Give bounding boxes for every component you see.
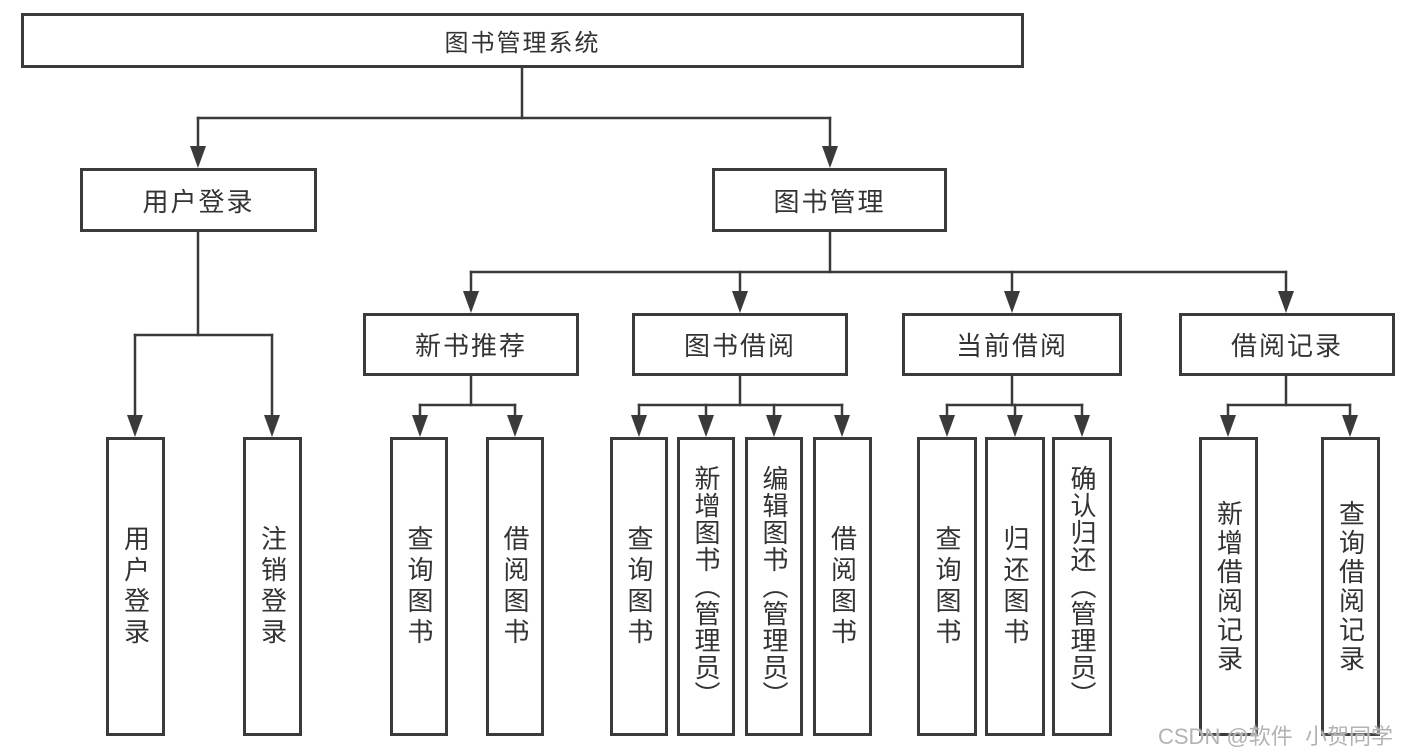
node-library-management-system: 图书管理系统 (21, 13, 1024, 68)
node-label: 图书借阅 (683, 331, 796, 361)
node-label: 查询图书 (624, 524, 654, 649)
node-label: 归还图书 (1000, 524, 1030, 649)
node-label: 编辑图书（管理员） (759, 465, 789, 708)
leaf-bb-add-books-admin: 新增图书（管理员） (677, 437, 735, 736)
leaf-nbr-borrow-books: 借阅图书 (486, 437, 544, 736)
node-current-borrowing: 当前借阅 (902, 313, 1122, 376)
leaf-cb-return-books: 归还图书 (985, 437, 1045, 736)
node-label: 用户登录 (142, 186, 255, 217)
node-label: 当前借阅 (955, 331, 1068, 361)
leaf-bb-query-books: 查询图书 (610, 437, 668, 736)
node-label: 注销登录 (257, 524, 288, 649)
node-label: 图书管理 (773, 186, 886, 217)
watermark: CSDN @软件_小贺同学 (1158, 724, 1394, 747)
leaf-bb-edit-books-admin: 编辑图书（管理员） (745, 437, 803, 736)
node-label: 查询图书 (932, 524, 962, 649)
leaf-cb-confirm-return-admin: 确认归还（管理员） (1052, 437, 1112, 736)
arrowhead-icons (127, 146, 1358, 437)
leaf-bb-borrow-books: 借阅图书 (813, 437, 872, 736)
node-label: 确认归还（管理员） (1067, 465, 1097, 708)
leaf-nbr-query-books: 查询图书 (390, 437, 448, 736)
leaf-user-login: 用户登录 (106, 437, 165, 736)
node-user-login: 用户登录 (80, 168, 317, 232)
node-label: 新增借阅记录 (1213, 499, 1244, 674)
node-borrowing-records: 借阅记录 (1179, 313, 1395, 376)
node-label: 新书推荐 (414, 331, 527, 361)
node-new-book-recommend: 新书推荐 (363, 313, 579, 376)
node-label: 借阅图书 (827, 524, 858, 649)
node-label: 借阅图书 (500, 524, 530, 649)
node-label: 查询借阅记录 (1335, 499, 1366, 674)
leaf-br-add-record: 新增借阅记录 (1199, 437, 1258, 736)
node-book-borrowing: 图书借阅 (632, 313, 848, 376)
leaf-cb-query-books: 查询图书 (917, 437, 977, 736)
node-label: 借阅记录 (1230, 331, 1343, 361)
node-label: 图书管理系统 (444, 30, 601, 57)
leaf-logout-login: 注销登录 (243, 437, 302, 736)
node-label: 查询图书 (404, 524, 434, 649)
node-book-management: 图书管理 (712, 168, 947, 232)
node-label: 用户登录 (120, 524, 151, 649)
node-label: 新增图书（管理员） (691, 465, 721, 708)
leaf-br-query-record: 查询借阅记录 (1321, 437, 1380, 736)
